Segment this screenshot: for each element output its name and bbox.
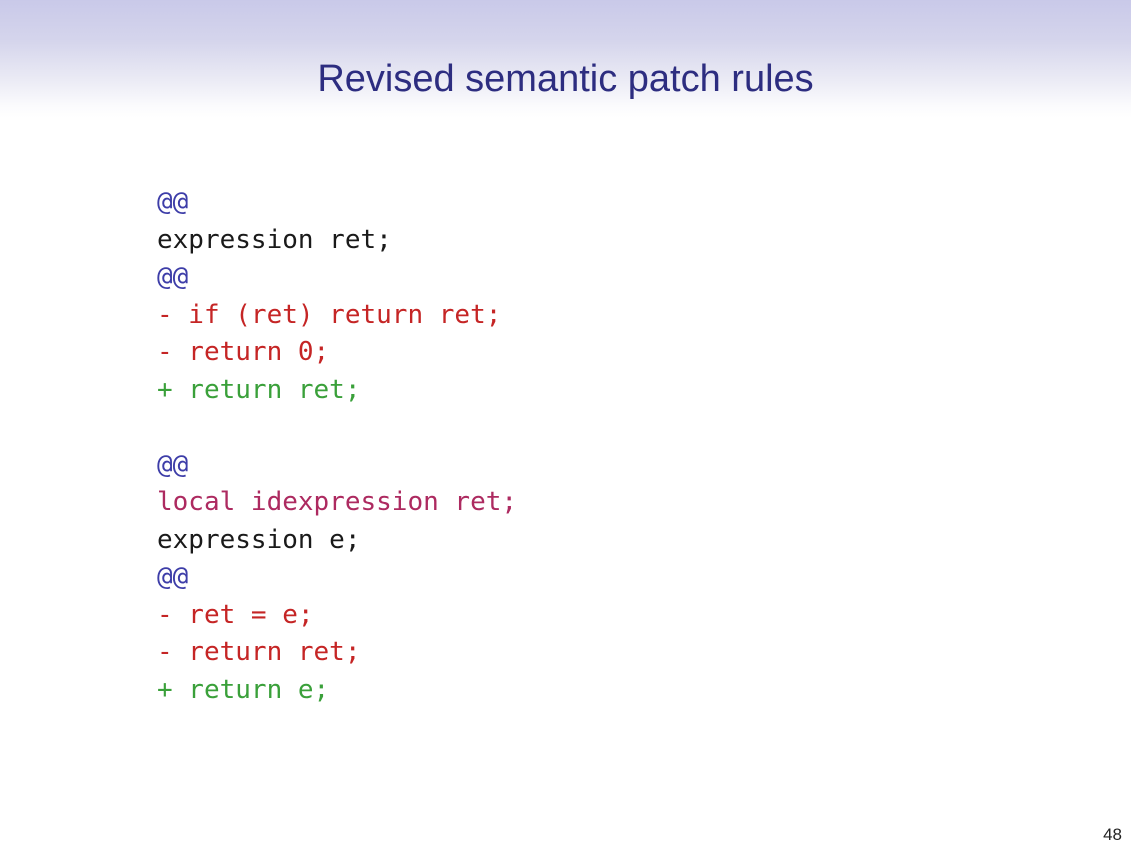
semantic-patch-code: @@ expression ret; @@ - if (ret) return ret… — [157, 184, 517, 709]
code-line: @@ — [157, 187, 189, 217]
code-line: - ret = e; — [157, 599, 314, 630]
code-line: - return ret; — [157, 637, 361, 667]
code-line: @@ — [157, 449, 189, 480]
code-line: @@ — [157, 262, 189, 292]
patch-rule-block: @@ local idexpression ret; expression e; @@… — [157, 447, 517, 710]
code-line: + return e; — [157, 674, 330, 705]
code-line: expression ret; — [157, 224, 392, 255]
slide-title: Revised semantic patch rules — [317, 58, 814, 100]
code-line: expression e; — [157, 524, 361, 555]
page-number: 48 — [1103, 825, 1122, 844]
code-line: local idexpression ret; — [157, 487, 518, 517]
code-line: + return ret; — [157, 374, 361, 405]
slide-header-gradient — [0, 0, 1131, 118]
patch-rule-block: @@ expression ret; @@ - if (ret) return ret… — [157, 184, 517, 409]
code-line: - if (ret) return ret; — [157, 299, 502, 330]
code-line: - return 0; — [157, 337, 330, 367]
code-line: @@ — [157, 562, 189, 592]
